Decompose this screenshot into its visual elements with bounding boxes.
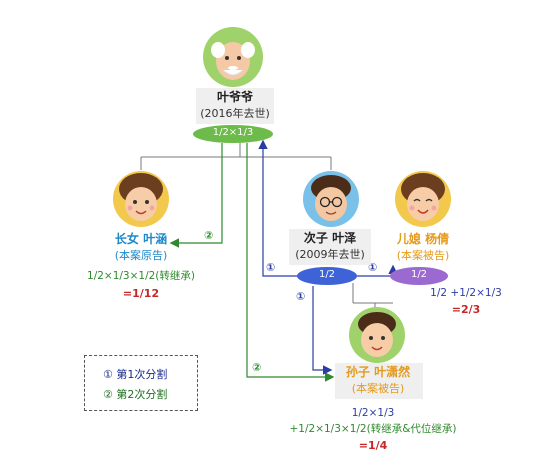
marker-second-grandson: ② xyxy=(252,361,261,374)
daughter-result: =1/12 xyxy=(122,287,160,300)
son-label-box xyxy=(289,229,371,265)
grandfather-share-ellipse xyxy=(193,125,273,143)
marker-first-wife: ① xyxy=(368,261,377,274)
daughter-in-law-avatar xyxy=(395,171,451,227)
daughter-in-law-result: =2/3 xyxy=(451,303,481,316)
daughter-in-law-name: 儿媳 杨倩 xyxy=(396,232,450,246)
daughter-in-law-formula: 1/2 +1/2×1/3 xyxy=(430,287,502,299)
legend-box: ① 第1次分割 ② 第2次分割 xyxy=(84,355,198,411)
family-tree-lines xyxy=(140,143,393,316)
daughter-in-law-role: (本案被告) xyxy=(396,249,450,262)
second-split-arrows xyxy=(169,143,335,382)
son-avatar xyxy=(303,171,359,227)
son-share-ellipse xyxy=(297,267,357,285)
grandfather-label-box xyxy=(196,88,274,124)
son-name: 次子 叶泽 xyxy=(303,231,357,245)
marker-second-daughter: ② xyxy=(204,229,213,242)
daughter-in-law-share-ellipse xyxy=(390,267,448,285)
grandfather-note: (2016年去世) xyxy=(200,107,270,120)
son-note: (2009年去世) xyxy=(295,248,365,261)
grandson-avatar xyxy=(349,307,405,363)
marker-first-grandson: ① xyxy=(296,290,305,303)
daughter-name: 长女 叶涵 xyxy=(114,232,168,246)
legend-first-split: ① 第1次分割 xyxy=(103,368,168,381)
grandson-formula-line2: +1/2×1/3×1/2(转继承&代位继承) xyxy=(289,423,457,435)
grandfather-name: 叶爷爷 xyxy=(216,90,254,104)
daughter-formula: 1/2×1/3×1/2(转继承) xyxy=(87,270,195,282)
son-share: 1/2 xyxy=(318,269,336,280)
marker-first-son: ① xyxy=(266,261,275,274)
daughter-in-law-share: 1/2 xyxy=(410,269,428,280)
grandson-result: =1/4 xyxy=(358,439,388,452)
grandson-name: 孙子 叶潇然 xyxy=(345,365,411,379)
legend-second-split: ② 第2次分割 xyxy=(103,388,168,401)
grandson-formula-line1: 1/2×1/3 xyxy=(351,407,395,419)
daughter-role: (本案原告) xyxy=(114,249,168,262)
grandfather-share: 1/2×1/3 xyxy=(212,127,254,138)
grandson-role: (本案被告) xyxy=(351,382,405,395)
daughter-avatar xyxy=(113,171,169,227)
grandfather-avatar xyxy=(203,27,263,87)
grandson-label-box xyxy=(335,363,423,399)
